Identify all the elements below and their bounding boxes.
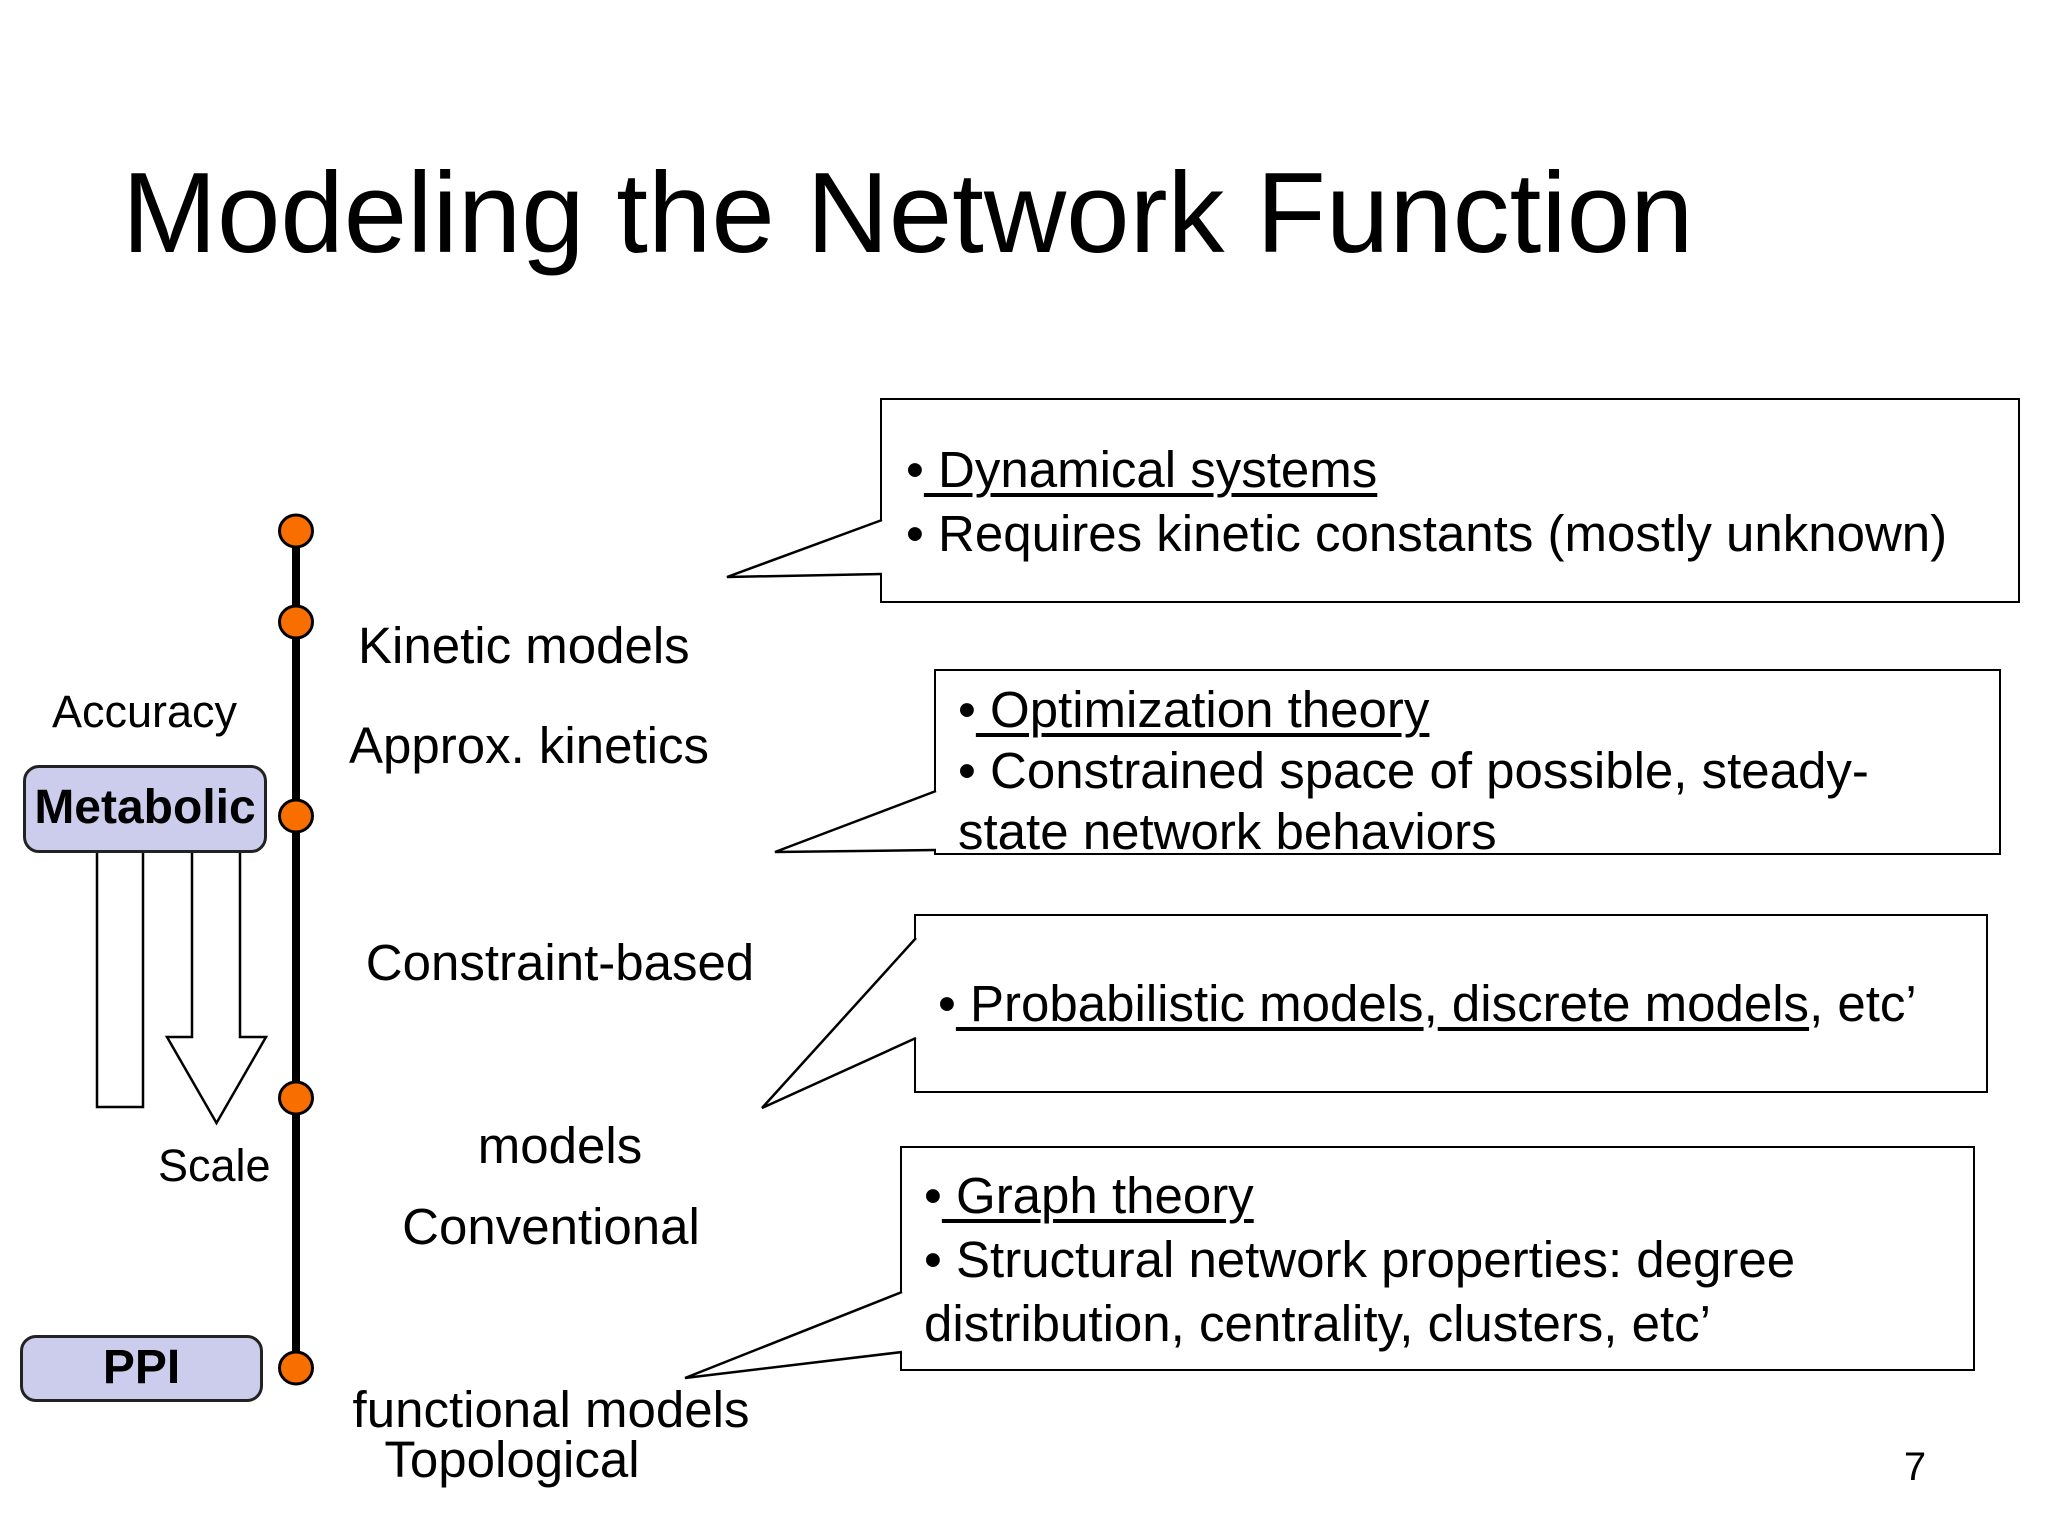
callout-topological: • Graph theory • Structural network prop… [900, 1146, 1975, 1371]
level-label-line: Conventional [402, 1198, 700, 1255]
metabolic-box-label: Metabolic [34, 781, 256, 834]
level-label-line: Constraint-based [365, 934, 755, 991]
level-label-line: Topological [384, 1431, 640, 1488]
callout-text: • Constrained space of possible, steady- [958, 742, 1869, 799]
scale-label: Scale [158, 1140, 271, 1191]
level-label-line: Kinetic models [358, 617, 690, 674]
callout-line: • Probabilistic models, discrete models,… [938, 972, 1976, 1036]
callout-text: distribution, centrality, clusters, etc’ [924, 1295, 1712, 1352]
ppi-box-label: PPI [102, 1341, 181, 1394]
timeline-dot-kinetic [278, 513, 314, 549]
level-label-line: functional models [352, 1381, 750, 1438]
callout-text: Graph theory [941, 1167, 1254, 1224]
level-label-constraint: Constraint-based models [350, 810, 770, 1298]
level-label-line: Approx. kinetics [349, 717, 709, 774]
callout-text: • Structural network properties: degree [924, 1231, 1796, 1288]
accuracy-label: Accuracy [52, 686, 238, 737]
page-number: 7 [1903, 1445, 1927, 1489]
callout-line: • Optimization theory [958, 679, 1989, 740]
callout-text: Optimization theory [975, 681, 1430, 738]
callout-line: • Requires kinetic constants (mostly unk… [906, 502, 2008, 566]
callout-conventional: • Probabilistic models, discrete models,… [914, 914, 1988, 1093]
callout-line: • Structural network properties: degree [924, 1228, 1963, 1292]
level-label-kinetic: Kinetic models [358, 496, 690, 796]
level-label-conventional: Conventional functional models [341, 1074, 761, 1536]
callout-text: • Requires kinetic constants (mostly unk… [906, 505, 1948, 562]
ppi-box: PPI [20, 1335, 263, 1402]
callout-text: discrete models [1437, 975, 1810, 1032]
slide-title: Modeling the Network Function [122, 150, 1694, 277]
callout-line: • Constrained space of possible, steady- [958, 740, 1989, 801]
callout-line: • Dynamical systems [906, 438, 2008, 502]
scale-down-arrow [164, 849, 269, 1126]
timeline-dot-constraint [278, 798, 314, 834]
timeline-dot-topological [278, 1350, 314, 1386]
callout-text: Dynamical systems [923, 441, 1378, 498]
callout-line: distribution, centrality, clusters, etc’ [924, 1292, 1963, 1356]
callout-line: • Graph theory [924, 1164, 1963, 1228]
callout-text: • [938, 975, 956, 1032]
level-label-line: models [477, 1117, 643, 1174]
callout-text: • [906, 441, 924, 498]
callout-kinetic: • Dynamical systems • Requires kinetic c… [880, 398, 2020, 603]
callout-text: , [1423, 975, 1438, 1032]
callout-constraint: • Optimization theory • Constrained spac… [934, 669, 2001, 860]
callout-line: state network behaviors [958, 801, 1989, 862]
level-label-topological: Topological analysis [352, 1310, 672, 1536]
callout-text: state network behaviors [958, 803, 1497, 860]
accuracy-arrow-shaft [95, 849, 145, 1109]
callout-text: , etc’ [1809, 975, 1917, 1032]
timeline-dot-conventional [278, 1080, 314, 1116]
level-label-approx: Approx. kinetics [349, 596, 709, 896]
callout-text: • [924, 1167, 942, 1224]
callout-text: Probabilistic models [955, 975, 1424, 1032]
metabolic-box: Metabolic [23, 765, 267, 853]
callout-text: • [958, 681, 976, 738]
timeline-dot-approx [278, 604, 314, 640]
